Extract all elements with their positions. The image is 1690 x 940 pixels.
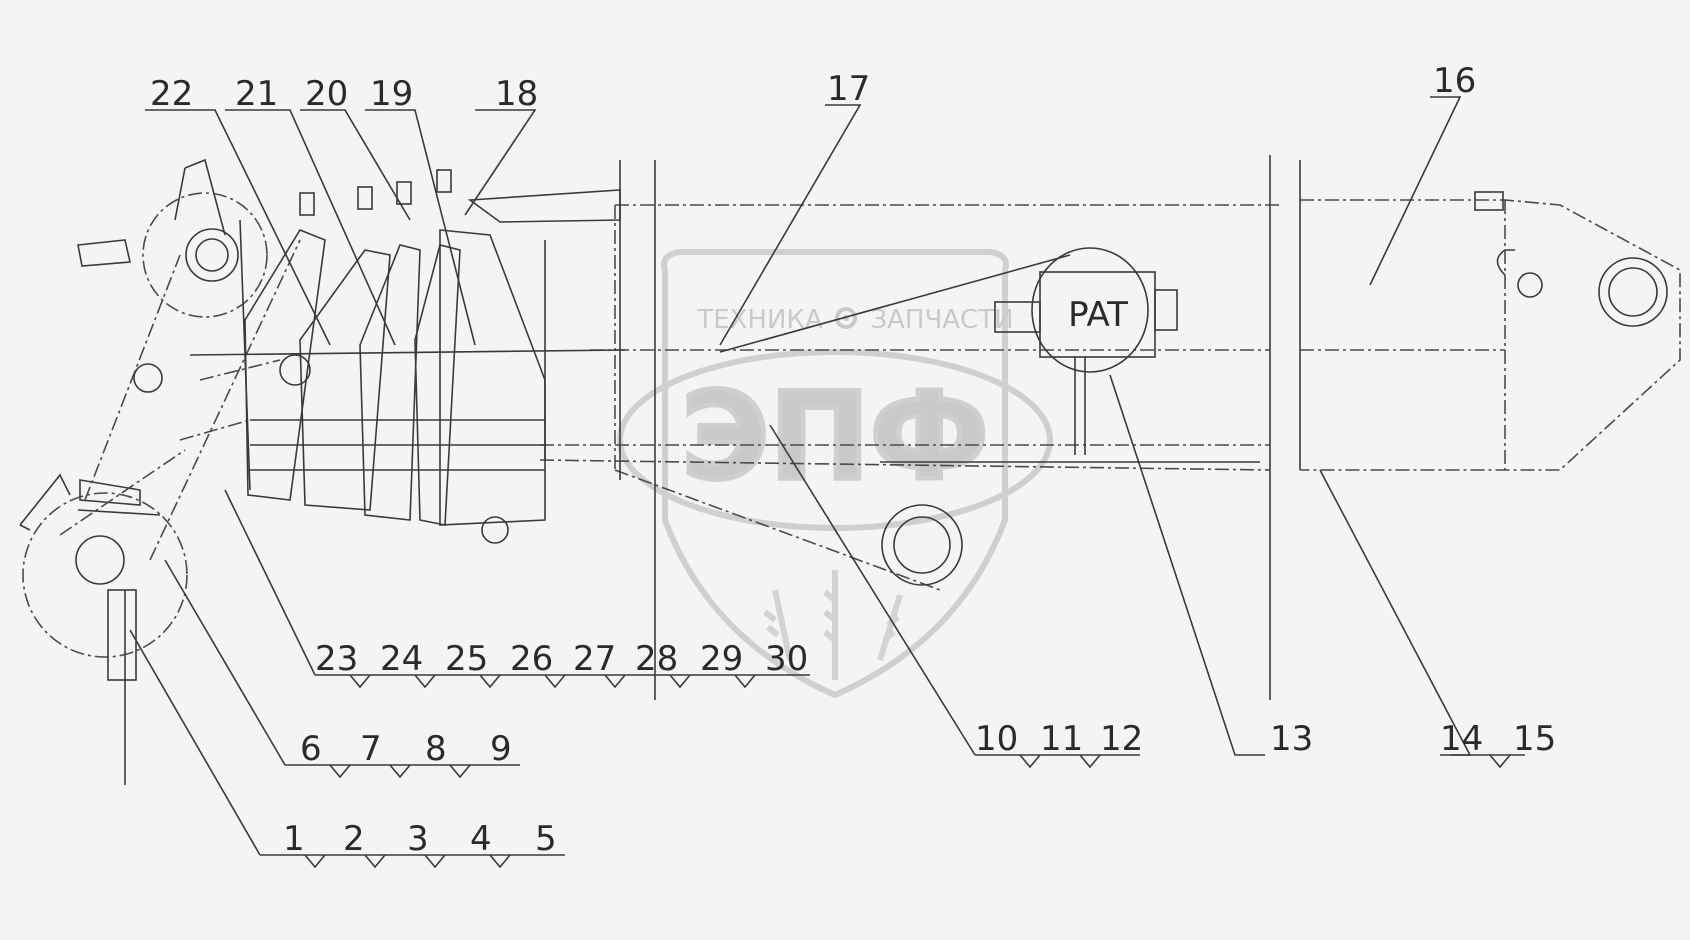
cylinder-stack — [244, 169, 621, 544]
callout-3: 3 — [407, 819, 429, 859]
watermark-wheat-icon — [763, 570, 903, 680]
callout-20: 20 — [305, 74, 348, 114]
callout-4: 4 — [470, 819, 492, 859]
callout-2: 2 — [343, 819, 365, 859]
callout-14: 14 — [1440, 719, 1483, 759]
pat-box-label: PAT — [1068, 295, 1128, 335]
callout-labels: 22 21 20 19 18 17 16 23 24 25 26 27 28 2… — [150, 61, 1556, 859]
callout-12: 12 — [1100, 719, 1143, 759]
callout-21: 21 — [235, 74, 278, 114]
callout-19: 19 — [370, 74, 413, 114]
watermark-left-text: ТЕХНИКА — [696, 305, 823, 335]
callout-17: 17 — [827, 69, 870, 109]
callout-11: 11 — [1040, 719, 1083, 759]
callout-28: 28 — [635, 639, 678, 679]
callout-30: 30 — [765, 639, 808, 679]
watermark-shield — [661, 249, 1009, 699]
callout-18: 18 — [495, 74, 538, 114]
callout-16: 16 — [1433, 61, 1476, 101]
watermark-right-text: ЗАПЧАСТИ — [870, 305, 1013, 335]
boom-structure: PAT — [19, 155, 1681, 785]
callout-29: 29 — [700, 639, 743, 679]
callout-25: 25 — [445, 639, 488, 679]
callout-6: 6 — [300, 729, 322, 769]
callout-10: 10 — [975, 719, 1018, 759]
callout-8: 8 — [425, 729, 447, 769]
callout-26: 26 — [510, 639, 553, 679]
callout-7: 7 — [360, 729, 382, 769]
callout-15: 15 — [1513, 719, 1556, 759]
callout-23: 23 — [315, 639, 358, 679]
callout-1: 1 — [283, 819, 305, 859]
leader-lines — [129, 96, 1525, 869]
watermark: ЭПФ ТЕХНИКА ЗАПЧАСТИ — [617, 249, 1053, 699]
callout-27: 27 — [573, 639, 616, 679]
callout-9: 9 — [490, 729, 512, 769]
callout-13: 13 — [1270, 719, 1313, 759]
callout-5: 5 — [535, 819, 557, 859]
callout-24: 24 — [380, 639, 423, 679]
watermark-logo-text: ЭПФ — [681, 368, 989, 507]
callout-22: 22 — [150, 74, 193, 114]
